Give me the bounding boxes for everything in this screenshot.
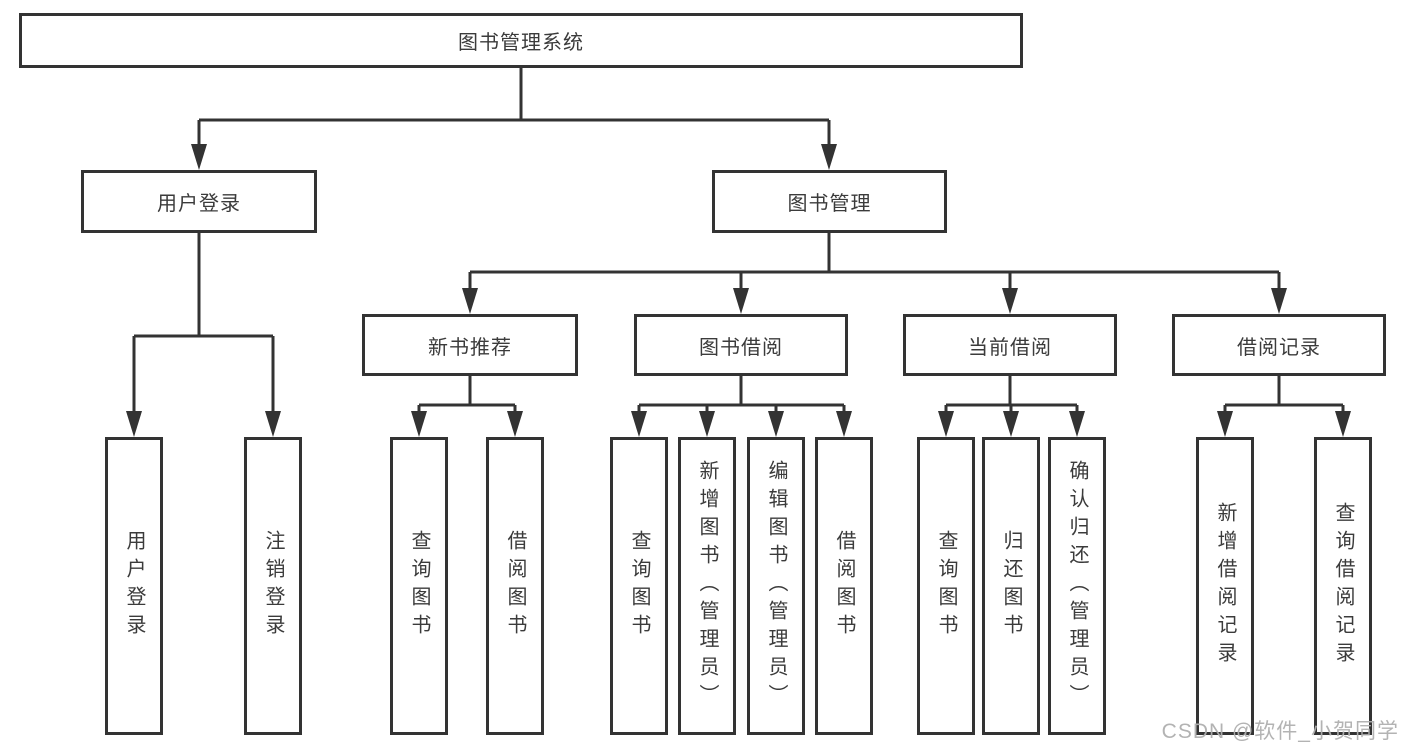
leaf-return-books: 归还图书 bbox=[982, 437, 1040, 735]
node-label: 新增借阅记录 bbox=[1214, 502, 1236, 670]
leaf-add-books-admin: 新增图书（管理员） bbox=[678, 437, 736, 735]
node-label: 新书推荐 bbox=[428, 336, 512, 359]
node-label: 新增图书（管理员） bbox=[696, 460, 718, 712]
node-label: 用户登录 bbox=[157, 193, 241, 215]
node-label: 图书借阅 bbox=[699, 336, 783, 359]
node-label: 图书管理 bbox=[787, 193, 872, 215]
leaf-current-query-books: 查询图书 bbox=[917, 437, 975, 735]
leaf-confirm-return-admin: 确认归还（管理员） bbox=[1048, 437, 1106, 735]
leaf-edit-books-admin: 编辑图书（管理员） bbox=[747, 437, 805, 735]
leaf-recommend-borrow-books: 借阅图书 bbox=[486, 437, 544, 735]
node-label: 用户登录 bbox=[123, 530, 145, 642]
leaf-user-login: 用户登录 bbox=[105, 437, 163, 735]
watermark: CSDN @软件_小贺同学 bbox=[1161, 720, 1399, 743]
node-user-login: 用户登录 bbox=[81, 170, 317, 233]
node-label: 借阅记录 bbox=[1237, 336, 1321, 359]
node-label: 借阅图书 bbox=[504, 530, 526, 642]
node-label: 图书管理系统 bbox=[458, 32, 584, 54]
node-label: 归还图书 bbox=[1000, 530, 1022, 642]
leaf-add-borrow-record: 新增借阅记录 bbox=[1196, 437, 1254, 735]
node-label: 编辑图书（管理员） bbox=[765, 460, 787, 712]
node-label: 查询图书 bbox=[628, 530, 650, 642]
node-label: 查询图书 bbox=[935, 530, 957, 642]
node-root: 图书管理系统 bbox=[19, 13, 1023, 68]
leaf-borrow-books: 借阅图书 bbox=[815, 437, 873, 735]
leaf-borrow-query-books: 查询图书 bbox=[610, 437, 668, 735]
node-label: 确认归还（管理员） bbox=[1066, 460, 1088, 712]
leaf-recommend-query-books: 查询图书 bbox=[390, 437, 448, 735]
node-borrow-records: 借阅记录 bbox=[1172, 314, 1386, 376]
leaf-logout: 注销登录 bbox=[244, 437, 302, 735]
node-label: 查询图书 bbox=[408, 530, 430, 642]
node-book-borrow: 图书借阅 bbox=[634, 314, 848, 376]
node-new-book-recommend: 新书推荐 bbox=[362, 314, 578, 376]
node-label: 查询借阅记录 bbox=[1332, 502, 1354, 670]
node-label: 当前借阅 bbox=[968, 336, 1052, 359]
node-current-borrow: 当前借阅 bbox=[903, 314, 1117, 376]
node-book-management: 图书管理 bbox=[712, 170, 947, 233]
node-label: 借阅图书 bbox=[833, 530, 855, 642]
node-label: 注销登录 bbox=[262, 530, 284, 642]
leaf-query-borrow-record: 查询借阅记录 bbox=[1314, 437, 1372, 735]
